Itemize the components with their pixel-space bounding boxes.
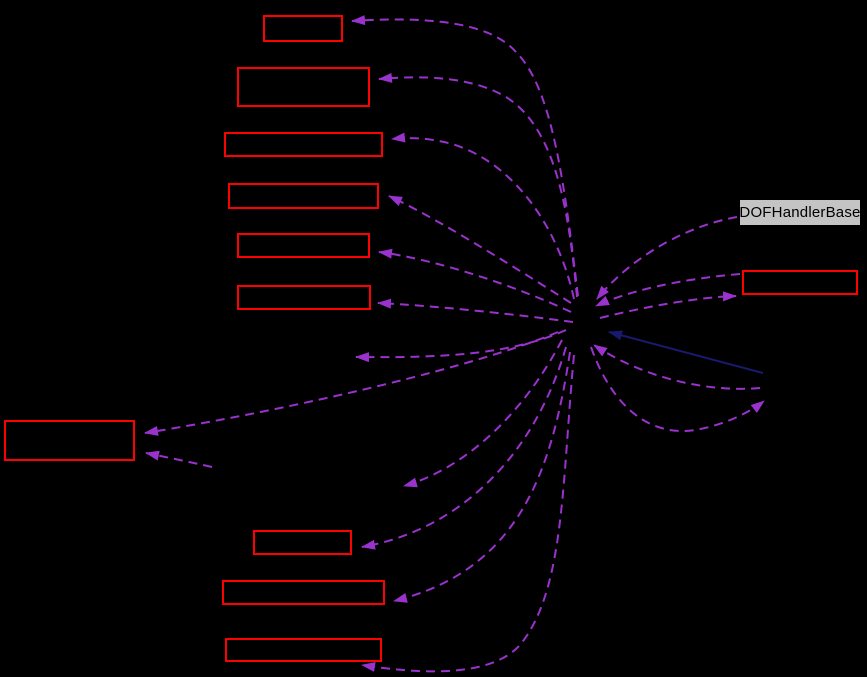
usage-edge xyxy=(391,132,575,300)
class-node[interactable] xyxy=(253,530,352,555)
usage-edge xyxy=(593,344,761,390)
usage-edge xyxy=(378,72,578,298)
usage-edge xyxy=(599,291,737,319)
usage-edge xyxy=(388,195,572,304)
class-node[interactable] xyxy=(237,285,371,310)
inheritance-edge xyxy=(608,330,764,374)
class-node[interactable] xyxy=(4,420,135,461)
usage-edge xyxy=(361,354,575,673)
usage-edge xyxy=(144,331,559,436)
usage-edge xyxy=(377,298,574,323)
usage-edge xyxy=(378,248,572,313)
usage-edge xyxy=(351,15,579,297)
class-node[interactable] xyxy=(224,132,383,157)
class-node[interactable] xyxy=(225,638,382,662)
usage-edge xyxy=(595,273,741,307)
class-node[interactable] xyxy=(742,270,858,295)
class-node[interactable] xyxy=(228,183,379,209)
usage-edge xyxy=(145,450,213,468)
usage-edge xyxy=(590,346,765,432)
usage-edge xyxy=(361,346,567,550)
usage-edge xyxy=(596,216,738,300)
usage-edge xyxy=(355,329,567,363)
class-node[interactable] xyxy=(237,67,370,107)
class-node[interactable] xyxy=(263,15,343,42)
current-class-node: DOFHandlerBase xyxy=(739,199,861,226)
usage-edge xyxy=(393,351,571,603)
class-node[interactable] xyxy=(222,580,385,605)
usage-edge xyxy=(403,339,563,488)
class-node[interactable] xyxy=(237,233,370,258)
